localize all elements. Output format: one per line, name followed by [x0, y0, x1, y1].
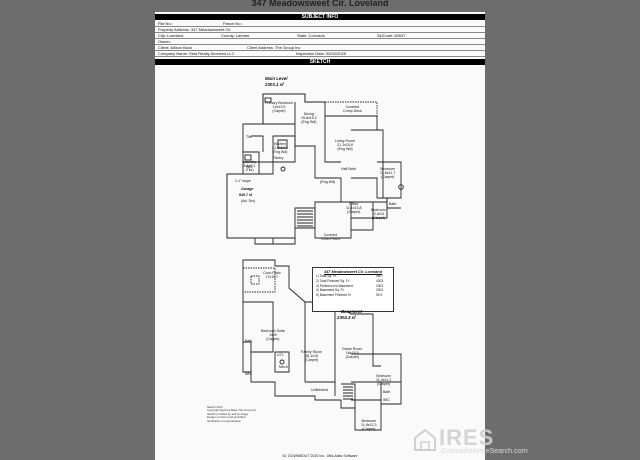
garage-name: Garage [241, 187, 254, 191]
state-field: State: Colorado [297, 33, 325, 38]
sketch-credits: Sketch Verifi Copyright Aperture Base Th… [207, 405, 257, 423]
city-field: City: Loveland [158, 33, 184, 38]
room-tag: Tile [246, 135, 252, 139]
client-field: Client: Allison Buck [158, 45, 193, 50]
house-logo-icon [414, 428, 436, 451]
inspection-date-field: Inspection Date: 05/22/2025 [296, 51, 347, 56]
watermark-url: ColoradoHomeSearch.com [441, 446, 528, 455]
garage-note: (Att. Drv) [241, 199, 256, 203]
subject-info-header: SUBJECT INFO [155, 14, 485, 20]
main-level-area: 2303.1 sf [265, 82, 284, 87]
room-tag: Half Bath [341, 167, 356, 171]
summary-title: 347 Meadowsweet Cir. Loveland [324, 270, 382, 274]
summary-row: 4) Basement Sq. Ft.2304 [316, 288, 384, 293]
room-tag: WIC [246, 165, 253, 169]
file-no-field: File No.: [158, 21, 173, 26]
garage-tag: 1.1" slope [235, 179, 251, 183]
row-divider [155, 56, 485, 57]
main-level-title: Main Level [265, 76, 288, 81]
zip-field: ZipCode: 80537 [377, 33, 406, 38]
room-tag: (Eng Wd) [320, 180, 336, 184]
room-tag: Mech [279, 365, 288, 369]
row-divider [155, 44, 485, 45]
row-divider [155, 38, 485, 39]
room-tag: UTL [277, 353, 284, 357]
summary-row: 5) Basement Finished %91% [316, 293, 383, 298]
room-tag: Bath [389, 202, 397, 206]
floor-plan-drawing [226, 93, 404, 431]
property-address-field: Property Address: 347 Meadowsweet Cir. [158, 27, 232, 32]
basement-area: 2304.3 sf [337, 315, 356, 320]
owner-field: Owner: [158, 39, 171, 44]
parcel-no-field: Parcel No.: [223, 21, 243, 26]
watermark: IRES ColoradoHomeSearch.com [413, 425, 638, 458]
client-address-field: Client Address: The Group Inc [247, 45, 301, 50]
watermark-brand: IRES [439, 425, 495, 450]
summary-row: 2) Total Finished Sq. Ft.4303 [316, 278, 384, 283]
page-title: 347 Meadowsweet Cir. Loveland [251, 0, 389, 8]
row-divider [155, 32, 485, 33]
top-bar [0, 0, 640, 12]
sketch-header: SKETCH [155, 59, 485, 65]
county-field: County: Larimer [221, 33, 250, 38]
basement-outline [242, 259, 402, 431]
room-tag: WIC [383, 398, 390, 402]
room-tag: Bath [383, 390, 391, 394]
row-divider [155, 26, 485, 27]
basement-title: Basement [341, 309, 362, 314]
room-tag: Unfinished [311, 388, 328, 392]
row-divider [155, 50, 485, 51]
area-summary-box: 347 Meadowsweet Cir. Loveland 1) Total S… [312, 267, 394, 312]
summary-row: 1) Total Sq. Ft.4607 [316, 274, 384, 278]
room-tag: Bath [245, 339, 253, 343]
document-sheet: SUBJECT INFO File No.: Parcel No.: Prope… [155, 12, 485, 460]
document-footer: ID: DOWNBOUT 2025 Inc. -Mid-Atlas Softwa… [282, 454, 358, 458]
company-field: Company Name: Sela Realty Services LLC [158, 51, 235, 56]
room-tag: Pantry [273, 156, 284, 160]
garage-area: 849.7 sf [239, 193, 253, 197]
room-tag: WIC [245, 372, 252, 376]
